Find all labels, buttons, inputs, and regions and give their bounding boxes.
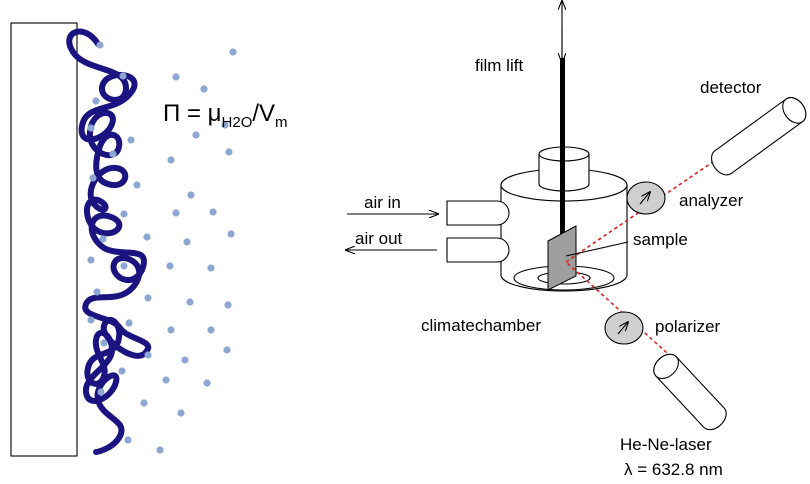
water-molecule-dot [181, 356, 189, 364]
water-molecule-dot [100, 339, 108, 347]
water-molecule-dot [223, 346, 231, 354]
water-molecule-dot [172, 209, 180, 217]
polarizer-element [604, 311, 644, 345]
water-molecule-dot [162, 376, 170, 384]
water-molecules [87, 41, 237, 454]
water-molecule-dot [225, 148, 233, 156]
polarizer-label: polarizer [655, 317, 721, 336]
water-molecule-dot [227, 230, 235, 238]
water-molecule-dot [87, 316, 95, 324]
water-molecule-dot [144, 351, 152, 359]
air-in-port [446, 200, 510, 226]
water-molecule-dot [120, 262, 128, 270]
water-molecule-dot [87, 124, 95, 132]
air-out-port [446, 237, 510, 263]
water-molecule-dot [186, 298, 194, 306]
water-molecule-dot [92, 97, 100, 105]
laser-cylinder [653, 353, 727, 431]
water-molecule-dot [156, 446, 164, 454]
sample-film [547, 225, 577, 291]
water-molecule-dot [118, 367, 126, 375]
sample-label: sample [633, 230, 688, 249]
laser-name-label: He-Ne-laser [620, 435, 712, 454]
water-molecule-dot [96, 41, 104, 49]
water-molecule-dot [133, 181, 141, 189]
water-molecule-dot [209, 208, 217, 216]
film-lift-label: film lift [475, 56, 523, 75]
water-molecule-dot [200, 85, 208, 93]
water-molecule-dot [229, 48, 237, 56]
water-molecule-dot [221, 121, 229, 129]
film-lift-rod [560, 58, 565, 236]
air-in-label: air in [364, 193, 401, 212]
detector-label: detector [700, 78, 762, 97]
water-molecule-dot [203, 379, 211, 387]
water-molecule-dot [167, 326, 175, 334]
air-out-label: air out [355, 229, 403, 248]
water-molecule-dot [207, 264, 215, 272]
water-molecule-dot [187, 191, 195, 199]
water-molecule-dot [97, 388, 105, 396]
surface-pressure-formula: Π = μH2O/Vm [163, 100, 288, 131]
climate-chamber-label: climatechamber [421, 316, 541, 335]
laser-wavelength-label: λ = 632.8 nm [624, 460, 723, 479]
water-molecule-dot [183, 238, 191, 246]
water-molecule-dot [125, 319, 133, 327]
water-molecule-dot [207, 326, 215, 334]
substrate-wall [10, 22, 78, 457]
water-molecule-dot [140, 399, 148, 407]
water-molecule-dot [144, 294, 152, 302]
water-molecule-dot [143, 233, 151, 241]
water-molecule-dot [192, 131, 200, 139]
water-molecule-dot [87, 256, 95, 264]
polymer-chain [66, 28, 152, 455]
sample-pointer [565, 241, 629, 257]
water-molecule-dot [127, 136, 135, 144]
water-molecule-dot [172, 73, 180, 81]
water-molecule-dot [124, 436, 132, 444]
water-molecule-dot [119, 72, 127, 80]
water-molecule-dot [177, 409, 185, 417]
water-molecule-dot [89, 174, 97, 182]
water-molecule-dot [120, 210, 128, 218]
water-molecule-dot [93, 288, 101, 296]
analyzer-element [626, 181, 666, 215]
water-molecule-dot [99, 235, 107, 243]
detector-cylinder [711, 97, 807, 176]
analyzer-label: analyzer [679, 191, 744, 210]
water-molecule-dot [109, 150, 117, 158]
water-molecule-dot [167, 156, 175, 164]
water-molecule-dot [166, 262, 174, 270]
water-molecule-dot [224, 301, 232, 309]
